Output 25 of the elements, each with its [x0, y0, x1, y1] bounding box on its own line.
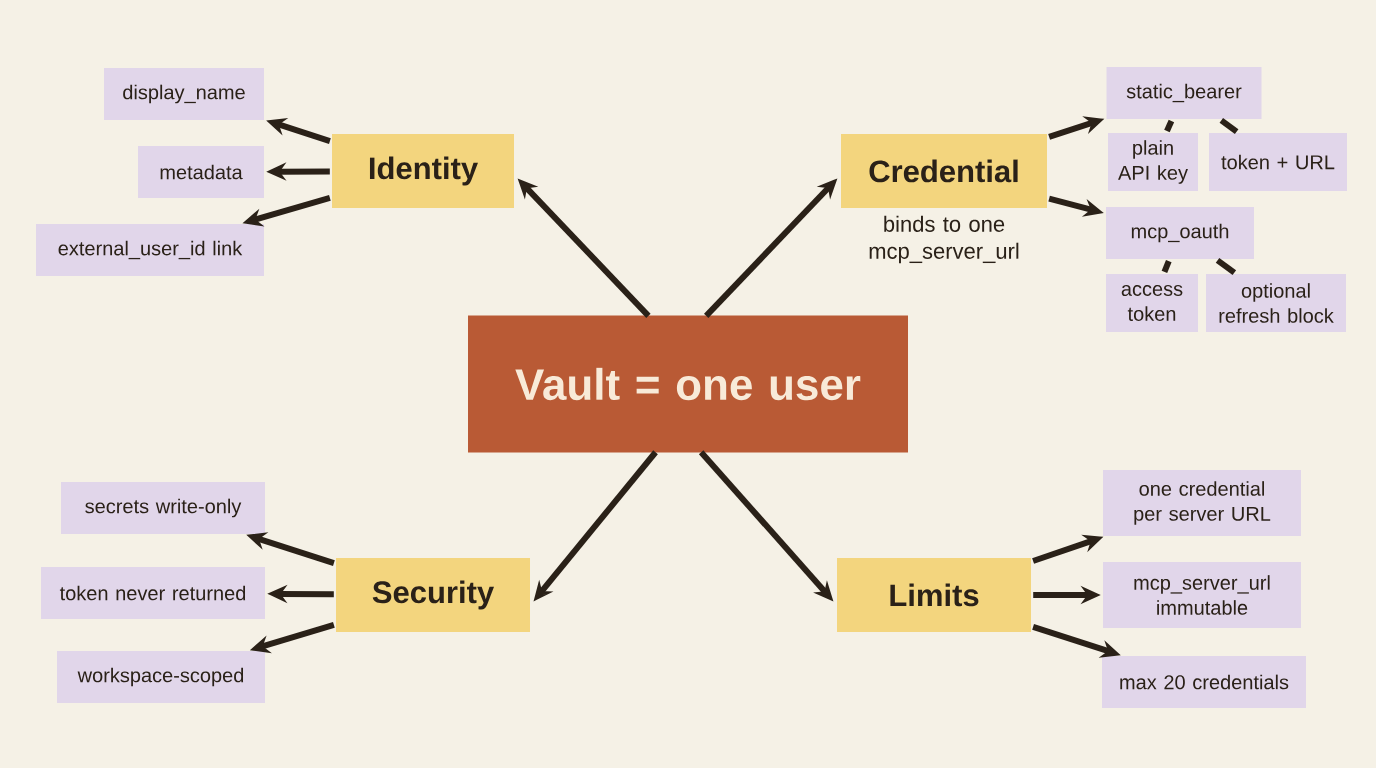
topic-box: Identity	[332, 134, 514, 208]
item-box: metadata	[138, 146, 264, 198]
caption-text: binds to one mcp_server_url	[869, 215, 1019, 264]
item-box: max 20 credentials	[1102, 656, 1306, 708]
topic-box: Security	[336, 558, 530, 632]
item-box: static_bearer	[1106, 67, 1262, 119]
item-box: one credential per server URL	[1103, 470, 1301, 536]
connector-line	[1161, 259, 1172, 274]
connector-line	[1215, 257, 1237, 276]
item-box: workspace-scoped	[57, 651, 265, 703]
item-box: plain API key	[1108, 133, 1198, 191]
item-box: mcp_oauth	[1106, 207, 1254, 259]
item-box: secrets write-only	[61, 482, 265, 534]
connector-line	[1219, 117, 1239, 135]
item-box: optional refresh block	[1206, 274, 1346, 332]
item-box: display_name	[104, 68, 264, 120]
item-box: access token	[1106, 274, 1198, 332]
connector-line	[1164, 119, 1175, 133]
topic-box: Credential	[841, 134, 1047, 208]
item-box: token + URL	[1209, 133, 1347, 191]
item-box: external_user_id link	[36, 224, 264, 276]
item-box: mcp_server_url immutable	[1103, 562, 1301, 628]
vault-box: Vault = one user	[468, 315, 908, 453]
topic-box: Limits	[837, 558, 1031, 632]
item-box: token never returned	[41, 567, 265, 619]
